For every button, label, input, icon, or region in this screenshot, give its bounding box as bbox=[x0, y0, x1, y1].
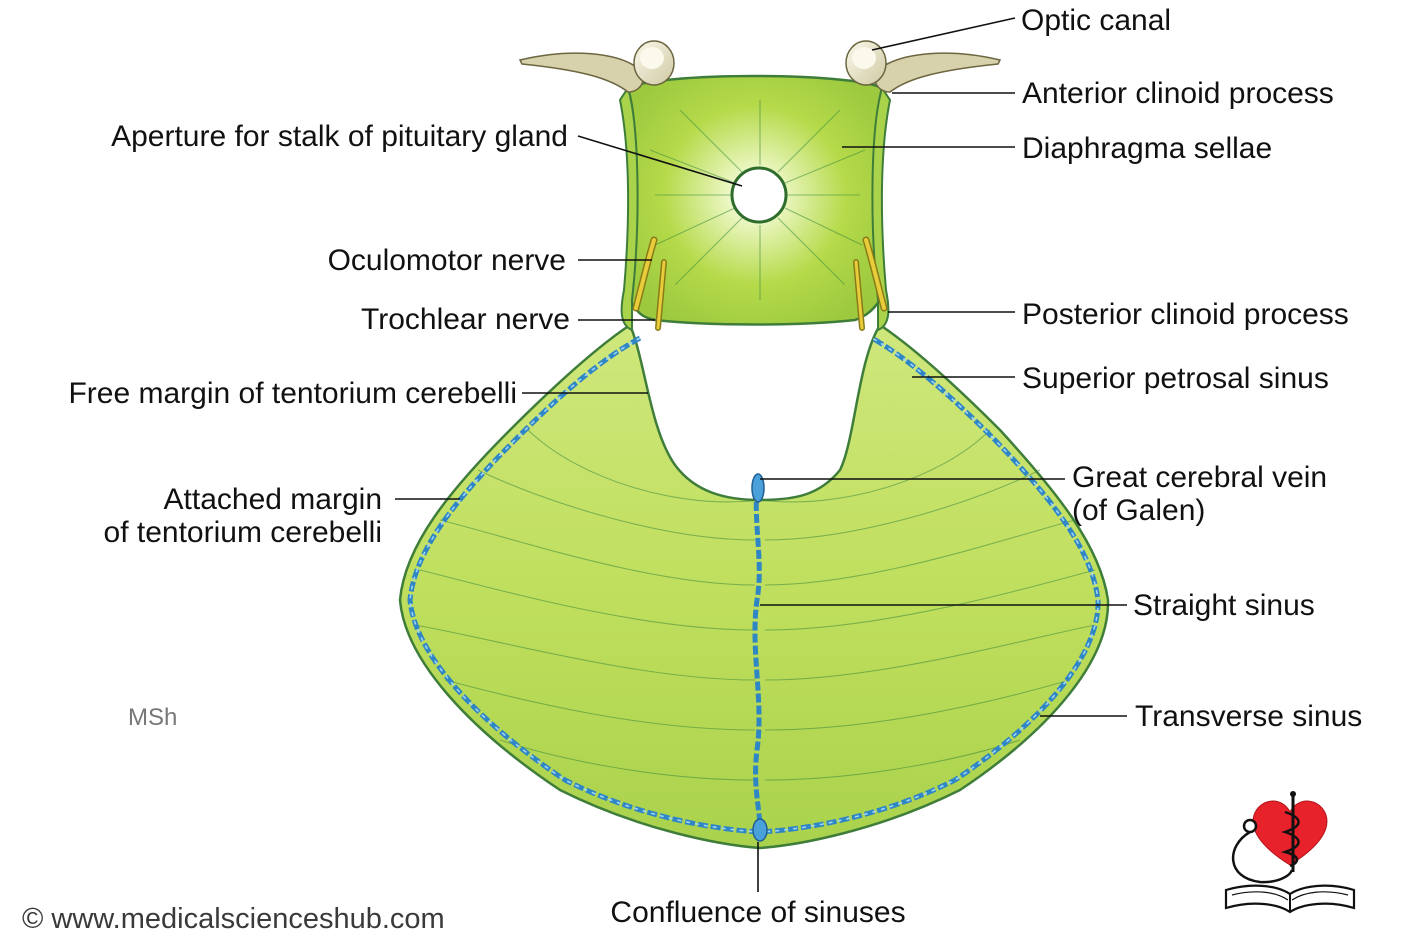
left-anterior-clinoid-process bbox=[518, 52, 644, 93]
label-transverse-sinus: Transverse sinus bbox=[1135, 700, 1362, 733]
label-superior-petrosal-sinus: Superior petrosal sinus bbox=[1022, 362, 1329, 395]
right-anterior-clinoid-process bbox=[874, 52, 1002, 93]
label-great-cerebral-vein-line2: (of Galen) bbox=[1072, 494, 1205, 527]
heart-caduceus-stethoscope-book-logo bbox=[1224, 791, 1356, 914]
label-confluence-of-sinuses: Confluence of sinuses bbox=[610, 896, 905, 929]
label-attached-margin-line2: of tentorium cerebelli bbox=[104, 516, 382, 549]
great-cerebral-vein-vessel bbox=[751, 473, 765, 503]
pituitary-stalk-aperture bbox=[730, 166, 788, 224]
artist-signature: MSh bbox=[128, 704, 177, 731]
labels: Optic canal Anterior clinoid process Dia… bbox=[68, 4, 1362, 929]
label-free-margin: Free margin of tentorium cerebelli bbox=[68, 377, 517, 410]
leader-lines bbox=[395, 17, 1127, 892]
tentorium-folds bbox=[414, 429, 1096, 781]
left-optic-canal-highlight bbox=[640, 47, 664, 69]
diaphragma-sellae-structure bbox=[518, 40, 1002, 332]
right-oculomotor-nerve-fill bbox=[864, 238, 886, 310]
label-posterior-clinoid-process: Posterior clinoid process bbox=[1022, 298, 1349, 331]
left-oculomotor-nerve-fill bbox=[634, 238, 656, 310]
straight-sinus-vessel bbox=[752, 477, 763, 831]
tentorium-cerebelli bbox=[398, 323, 1110, 850]
label-anterior-clinoid-process: Anterior clinoid process bbox=[1022, 77, 1334, 110]
label-optic-canal: Optic canal bbox=[1021, 4, 1171, 37]
left-trochlear-nerve-fill bbox=[656, 260, 666, 330]
tentorium-sheet bbox=[398, 323, 1110, 850]
label-straight-sinus: Straight sinus bbox=[1133, 589, 1315, 622]
copyright-text: © www.medicalscienceshub.com bbox=[22, 903, 445, 935]
label-great-cerebral-vein-line1: Great cerebral vein bbox=[1072, 461, 1327, 494]
label-oculomotor-nerve: Oculomotor nerve bbox=[328, 244, 566, 277]
left-dural-band bbox=[618, 85, 639, 332]
label-diaphragma-sellae: Diaphragma sellae bbox=[1022, 132, 1272, 165]
right-optic-canal-highlight bbox=[852, 47, 876, 69]
confluence-vessel bbox=[752, 818, 768, 842]
diaphragma-folds bbox=[649, 100, 866, 300]
label-aperture-pituitary-stalk: Aperture for stalk of pituitary gland bbox=[111, 120, 568, 153]
label-attached-margin-line1: Attached margin bbox=[164, 483, 382, 516]
label-trochlear-nerve: Trochlear nerve bbox=[361, 303, 570, 336]
right-trochlear-nerve-fill bbox=[854, 260, 864, 330]
